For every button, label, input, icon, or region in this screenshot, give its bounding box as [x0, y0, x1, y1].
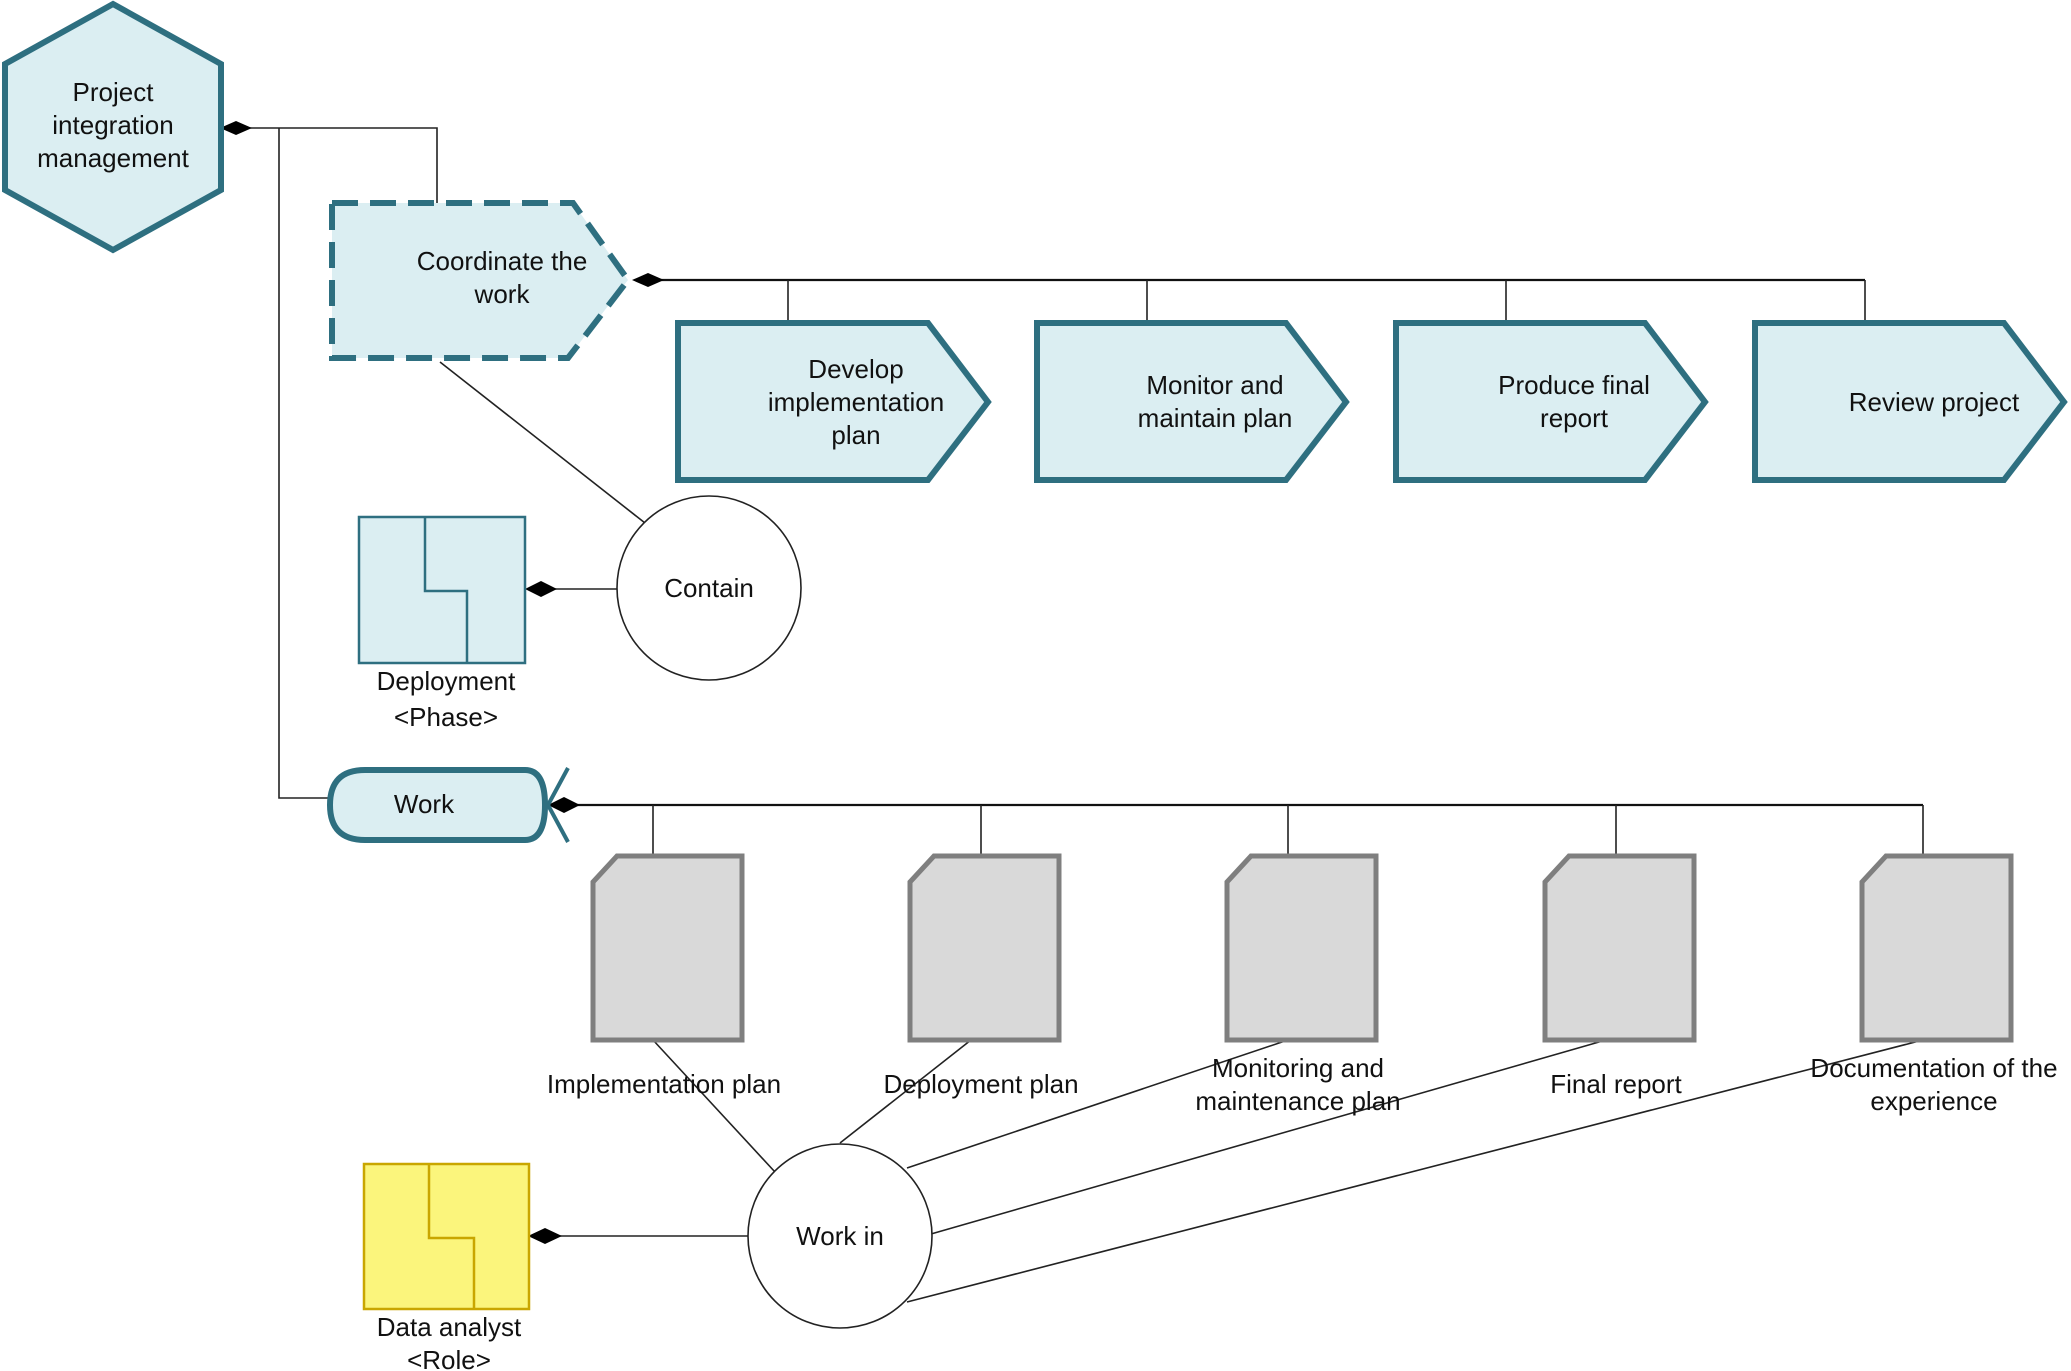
document-implementation-plan[interactable]: Implementation plan	[547, 853, 781, 1099]
diamond-project	[220, 121, 252, 135]
label-line: plan	[831, 420, 880, 450]
node-contain[interactable]: Contain	[616, 495, 802, 681]
node-coordinate-the-work[interactable]: Coordinate the work	[329, 200, 632, 361]
connector-workin-doc-4	[930, 1039, 1607, 1235]
document-documentation-of-the-experience[interactable]: Documentation of the experience	[1810, 853, 2058, 1116]
diamond-deployment	[525, 581, 557, 597]
diamond-coordinate	[632, 273, 664, 287]
label-line: management	[37, 143, 190, 173]
connector-project-work	[278, 128, 330, 799]
connector-workin-doc-1	[652, 1039, 776, 1173]
node-monitor-and-maintain-plan[interactable]: Monitor and maintain plan	[1034, 320, 1350, 483]
label-line: Project	[73, 77, 155, 107]
node-review-project[interactable]: Review project	[1752, 320, 2068, 483]
diamond-work	[548, 797, 580, 813]
node-data-analyst-role[interactable]: Data analyst <Role>	[362, 1162, 531, 1371]
node-project-integration-management[interactable]: Project integration management	[2, 0, 224, 254]
connector-workin-doc-5	[906, 1039, 1924, 1303]
diamond-markers	[220, 121, 664, 1244]
node-deployment-phase[interactable]: Deployment <Phase>	[357, 515, 527, 732]
label-line: Final report	[1550, 1069, 1682, 1099]
label-line: Documentation of the	[1810, 1053, 2057, 1083]
label: Work	[394, 789, 455, 819]
node-work[interactable]: Work	[326, 767, 570, 843]
diamond-analyst	[528, 1228, 562, 1244]
connector-coordinate-contain	[439, 361, 646, 524]
label-line: Implementation plan	[547, 1069, 781, 1099]
label-line: Review project	[1849, 387, 2020, 417]
label-line: implementation	[768, 387, 944, 417]
label-line: Produce final	[1498, 370, 1650, 400]
label-line: Deployment	[377, 666, 517, 696]
label-line: Monitoring and	[1212, 1053, 1384, 1083]
label-line: Develop	[808, 354, 903, 384]
label: Contain	[664, 573, 754, 603]
label-line: report	[1540, 403, 1609, 433]
label-line: Data analyst	[377, 1312, 522, 1342]
label-line: <Phase>	[394, 702, 498, 732]
label-line: integration	[52, 110, 173, 140]
label-line: Coordinate the	[417, 246, 588, 276]
label-line: experience	[1870, 1086, 1997, 1116]
label-line: <Role>	[407, 1345, 491, 1371]
node-develop-implementation-plan[interactable]: Develop implementation plan	[675, 320, 992, 483]
document-final-report[interactable]: Final report	[1542, 853, 1697, 1099]
connector-workin-doc-2	[839, 1039, 972, 1144]
label: Work in	[796, 1221, 884, 1251]
connectors	[222, 127, 1924, 1303]
label-line: Monitor and	[1146, 370, 1283, 400]
label-line: Deployment plan	[883, 1069, 1078, 1099]
label-line: maintenance plan	[1195, 1086, 1400, 1116]
document-deployment-plan[interactable]: Deployment plan	[883, 853, 1079, 1099]
node-work-in[interactable]: Work in	[747, 1143, 933, 1329]
label-line: work	[474, 279, 531, 309]
node-produce-final-report[interactable]: Produce final report	[1393, 320, 1709, 483]
label-line: maintain plan	[1138, 403, 1293, 433]
connector-project-coordinate	[222, 127, 438, 203]
document-monitoring-and-maintenance-plan[interactable]: Monitoring and maintenance plan	[1195, 853, 1401, 1116]
connector-workin-doc-3	[906, 1039, 1289, 1169]
